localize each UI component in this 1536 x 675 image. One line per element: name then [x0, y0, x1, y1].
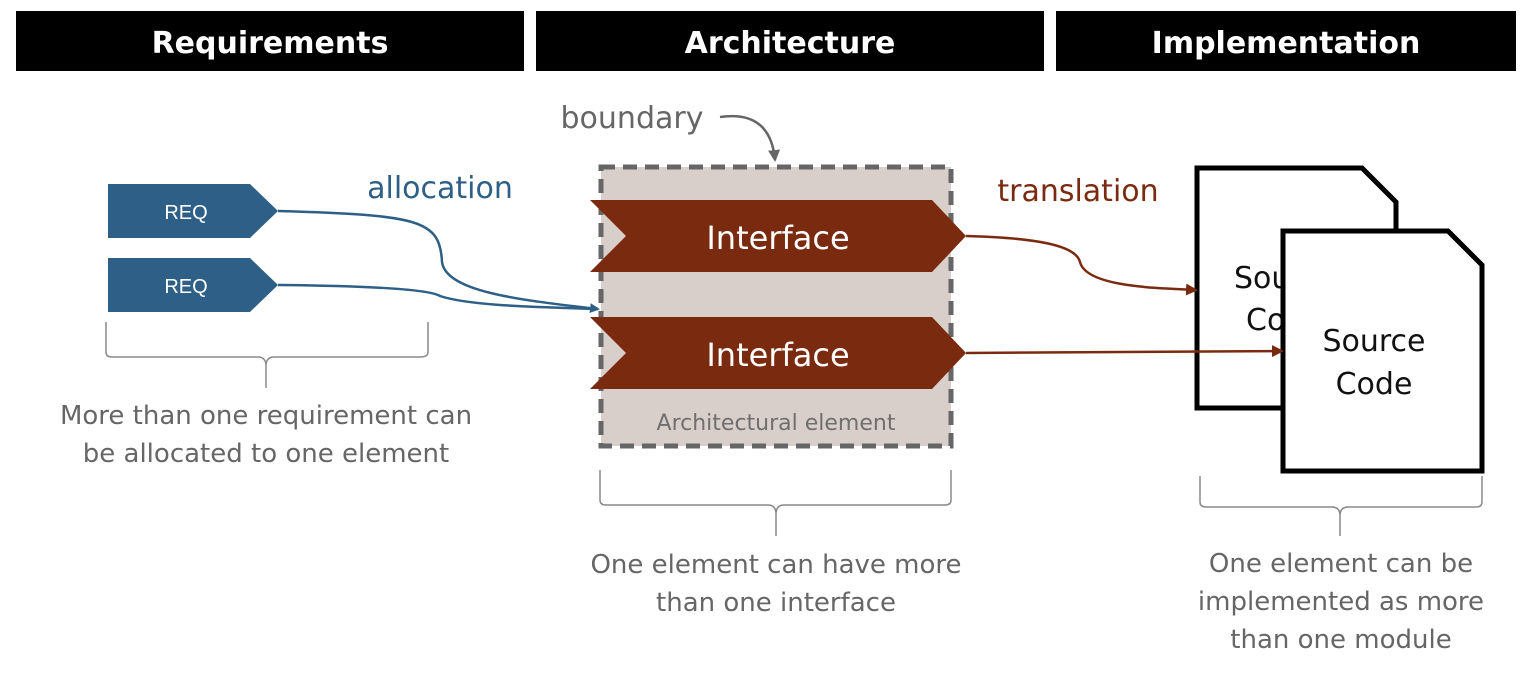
architecture-brace — [599, 470, 952, 536]
translation-label: translation — [997, 174, 1158, 209]
source-code-back-line2: Co — [1246, 303, 1285, 338]
req-block-2-label: REQ — [164, 276, 207, 298]
requirements-caption-line2: be allocated to one element — [83, 439, 449, 469]
architecture-caption-line1: One element can have more — [590, 550, 961, 580]
boundary-arrow — [719, 114, 781, 162]
interface-chevron-2: Interface — [590, 317, 966, 389]
implementation-caption-line2: implemented as more — [1198, 587, 1484, 617]
req-block-1-label: REQ — [164, 202, 207, 224]
interface-2-label: Interface — [706, 336, 849, 374]
header-requirements: Requirements — [16, 11, 524, 71]
architecture-caption-line2: than one interface — [656, 588, 896, 618]
header-implementation-label: Implementation — [1152, 26, 1421, 61]
boundary-label: boundary — [561, 101, 704, 136]
interface-1-label: Interface — [706, 219, 849, 257]
source-code-front-line1: Source — [1322, 324, 1425, 359]
allocation-label: allocation — [367, 171, 513, 206]
source-code-front-line2: Code — [1336, 367, 1413, 402]
req-block-1: REQ — [108, 184, 278, 238]
interface-chevron-1: Interface — [590, 200, 966, 272]
requirements-caption-line1: More than one requirement can — [60, 401, 472, 431]
allocation-arrow-2 — [277, 283, 599, 311]
implementation-brace — [1199, 476, 1483, 536]
translation-arrow-1 — [965, 234, 1198, 296]
header-implementation: Implementation — [1056, 11, 1516, 71]
header-requirements-label: Requirements — [152, 26, 389, 61]
req-block-2: REQ — [108, 258, 278, 312]
implementation-caption-line1: One element can be — [1209, 549, 1473, 579]
allocation-arrow-1 — [277, 209, 600, 314]
implementation-caption-line3: than one module — [1230, 625, 1451, 655]
requirements-brace — [105, 322, 429, 388]
source-code-doc-front: Source Code — [1280, 228, 1485, 474]
translation-arrow-2 — [965, 345, 1284, 358]
header-architecture-label: Architecture — [685, 26, 896, 61]
architectural-element-label: Architectural element — [657, 411, 896, 436]
header-architecture: Architecture — [536, 11, 1044, 71]
